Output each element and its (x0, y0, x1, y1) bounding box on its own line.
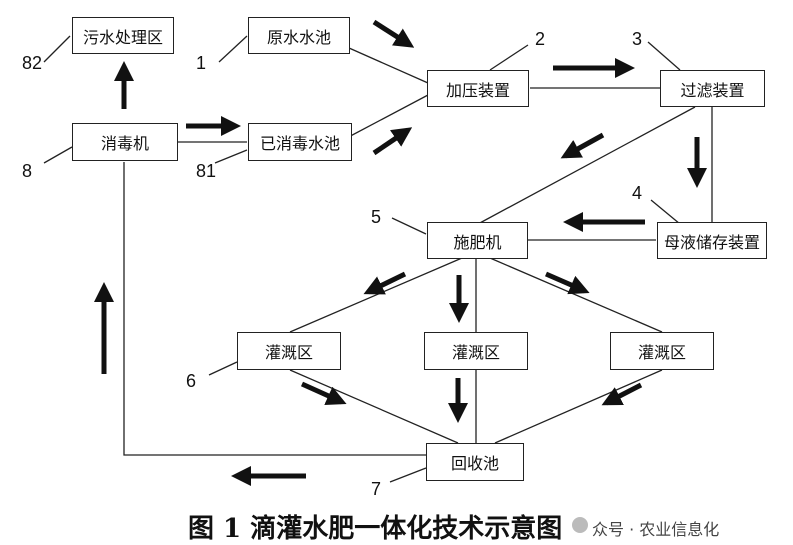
box-recycle-pool: 回收池 (426, 443, 524, 481)
line-fert-to-right (489, 257, 663, 333)
leader-3 (647, 41, 681, 71)
wechat-icon (572, 517, 588, 533)
box-fertilizer-machine: 施肥机 (427, 222, 528, 259)
box-mother-liquor-tank: 母液储存装置 (657, 222, 767, 259)
label-3: 3 (632, 29, 643, 49)
line-recycle-to-disinfect (123, 162, 426, 456)
line-left-to-recycle (289, 369, 459, 444)
box-raw-water-pool: 原水水池 (248, 17, 350, 54)
box-sewage-treatment: 污水处理区 (72, 17, 174, 54)
line-clean-to-pressurize (340, 94, 429, 142)
label-82: 82 (22, 53, 43, 73)
label-1: 1 (196, 53, 207, 73)
leader-2 (489, 44, 529, 71)
leader-7 (389, 467, 427, 483)
line-right-to-recycle (494, 369, 663, 444)
box-filter-device: 过滤装置 (660, 70, 765, 107)
leader-81 (214, 149, 248, 164)
arrow-filter-to-fert (560, 132, 605, 159)
arrow-fert-to-left (363, 271, 407, 295)
leader-5 (391, 217, 427, 235)
label-81: 81 (196, 161, 217, 181)
leader-1 (218, 35, 248, 63)
label-5: 5 (371, 207, 382, 227)
arrow-right-to-recycle (601, 382, 643, 406)
arrow-left-to-recycle (300, 381, 347, 405)
leader-82 (43, 35, 71, 63)
label-2: 2 (535, 29, 546, 49)
line-filter-to-fert (477, 106, 696, 225)
figure-caption: 图 1 滴灌水肥一体化技术示意图 (188, 514, 563, 544)
leader-4 (650, 199, 681, 225)
arrow-fert-to-right (545, 271, 590, 295)
box-irrigation-zone-right: 灌溉区 (610, 332, 714, 370)
label-4: 4 (632, 183, 643, 203)
box-irrigation-zone-left: 灌溉区 (237, 332, 341, 370)
label-8: 8 (22, 161, 33, 181)
label-6: 6 (186, 371, 197, 391)
leader-8 (43, 146, 73, 164)
arrow-clean-to-pressurize (372, 127, 413, 156)
leader-6 (208, 361, 238, 376)
arrow-raw-to-pressurize (372, 19, 415, 48)
box-pressurize-device: 加压装置 (427, 70, 529, 107)
label-7: 7 (371, 479, 382, 499)
box-disinfected-pool: 已消毒水池 (248, 123, 352, 161)
box-irrigation-zone-middle: 灌溉区 (424, 332, 528, 370)
watermark-text: 众号 · 农业信息化 (592, 520, 720, 539)
box-disinfect-machine: 消毒机 (72, 123, 178, 161)
line-fert-to-left (289, 257, 463, 333)
